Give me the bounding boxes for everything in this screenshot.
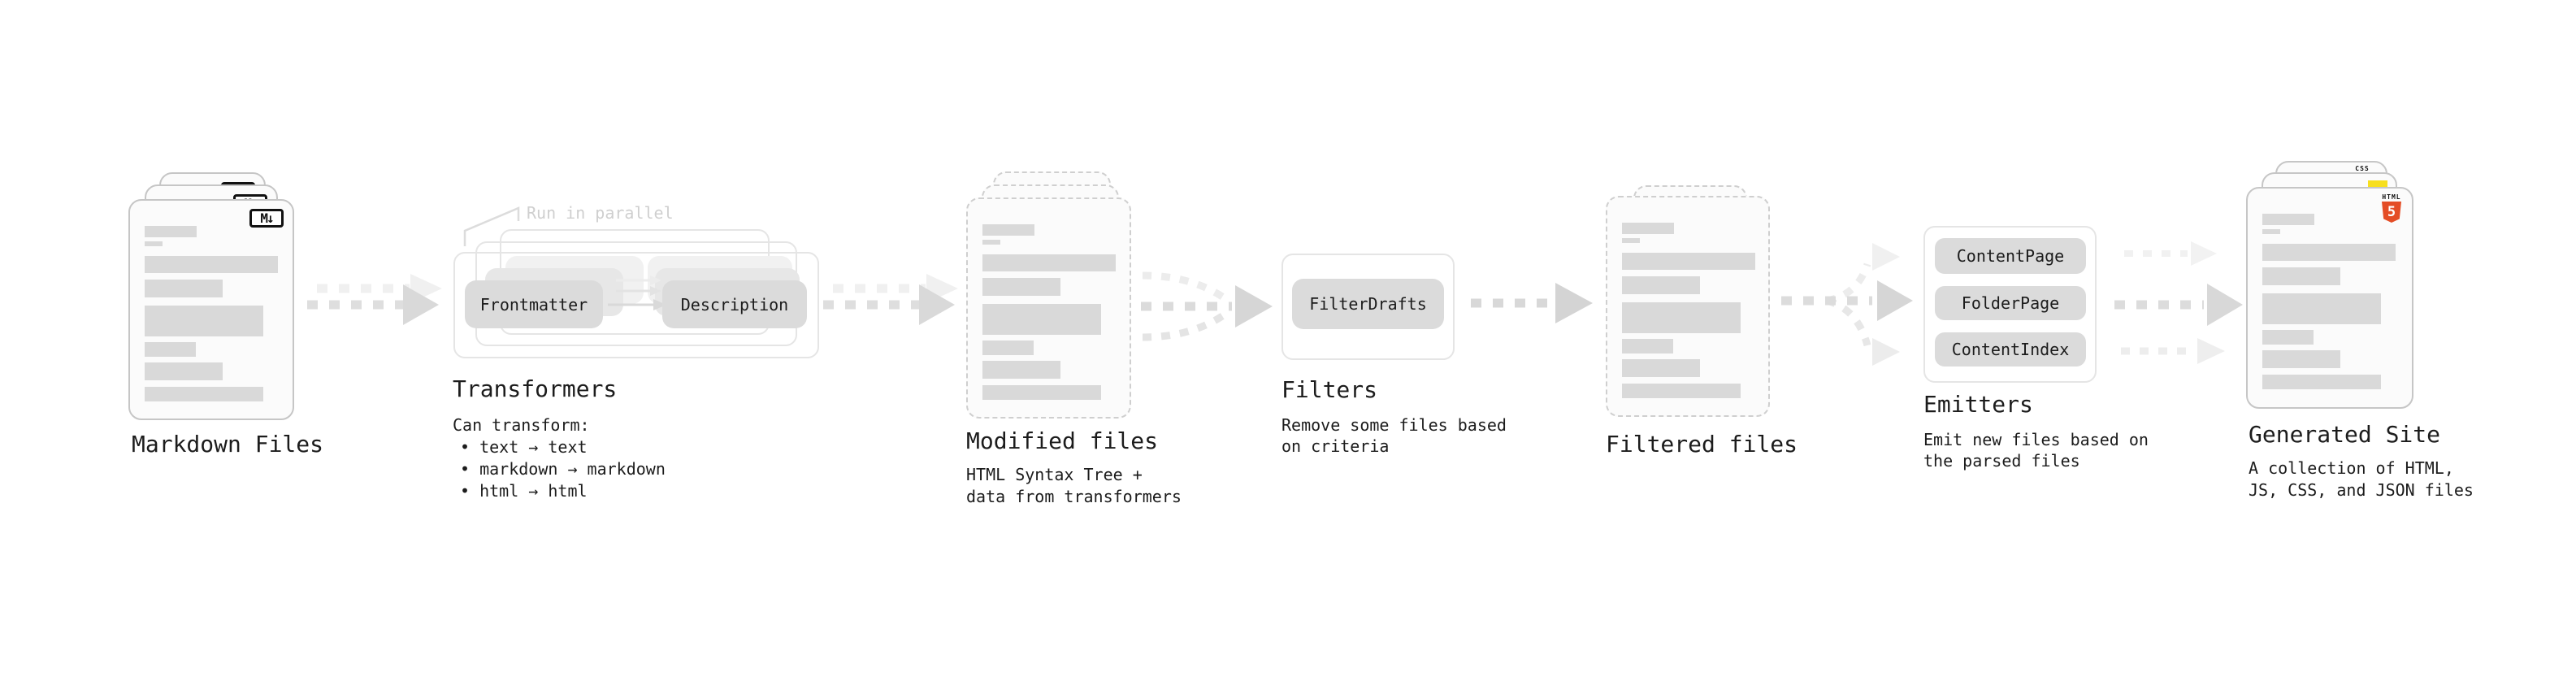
transformers-bullet: • markdown → markdown bbox=[460, 459, 666, 479]
html5-icon-shield: 5 bbox=[2382, 202, 2401, 223]
transformers-bullet: • text → text bbox=[460, 437, 588, 457]
html5-icon-label: HTML bbox=[2382, 193, 2401, 201]
filters-note: on criteria bbox=[1281, 436, 1390, 456]
generated-site-note: JS, CSS, and JSON files bbox=[2249, 480, 2474, 500]
arrow-transformers-to-modified bbox=[823, 274, 958, 325]
arrow-filters-to-filtered bbox=[1471, 283, 1593, 323]
folderpage-node: FolderPage bbox=[1935, 286, 2086, 320]
css-icon-label: CSS bbox=[2355, 165, 2370, 172]
stage-title-transformers: Transformers bbox=[453, 375, 618, 402]
text-placeholder-bars bbox=[2262, 214, 2396, 389]
stage-title-generated-site: Generated Site bbox=[2249, 421, 2441, 448]
modified-files-note: data from transformers bbox=[966, 487, 1182, 506]
stage-title-filters: Filters bbox=[1281, 376, 1378, 403]
stage-title-modified-files: Modified files bbox=[966, 427, 1159, 454]
markdown-file-card-front: M↓ bbox=[128, 199, 294, 420]
run-in-parallel-callout: Run in parallel bbox=[527, 203, 674, 223]
frontmatter-node: Frontmatter bbox=[465, 280, 603, 328]
stage-title-emitters: Emitters bbox=[1923, 391, 2033, 418]
arrow-markdown-to-transformers bbox=[307, 274, 442, 325]
contentpage-node: ContentPage bbox=[1935, 238, 2086, 274]
generated-site-note: A collection of HTML, bbox=[2249, 458, 2454, 478]
frontmatter-to-description-arrows bbox=[608, 275, 666, 310]
arrow-filtered-to-emitters bbox=[1781, 243, 1913, 366]
transformers-bullet: • html → html bbox=[460, 481, 588, 501]
filtered-file-card-front bbox=[1606, 196, 1770, 417]
stage-title-markdown-files: Markdown Files bbox=[132, 431, 324, 458]
emitters-note: the parsed files bbox=[1923, 451, 2080, 471]
emitters-note: Emit new files based on bbox=[1923, 430, 2149, 449]
arrows-emitters-to-generated bbox=[2114, 241, 2243, 364]
text-placeholder-bars bbox=[1622, 223, 1755, 398]
transformer-group-box-front bbox=[453, 252, 819, 358]
generated-file-card-html: HTML 5 bbox=[2246, 187, 2413, 409]
callout-leader-line bbox=[463, 206, 520, 246]
html5-icon-number: 5 bbox=[2387, 204, 2396, 220]
text-placeholder-bars bbox=[982, 224, 1116, 400]
markdown-icon: M↓ bbox=[249, 209, 284, 228]
text-placeholder-bars bbox=[145, 226, 278, 401]
modified-file-card-front bbox=[966, 197, 1131, 419]
filterdrafts-node: FilterDrafts bbox=[1292, 279, 1444, 329]
filters-note: Remove some files based bbox=[1281, 415, 1507, 435]
modified-files-note: HTML Syntax Tree + bbox=[966, 465, 1143, 484]
html5-icon: HTML 5 bbox=[2379, 193, 2405, 223]
description-node: Description bbox=[662, 280, 807, 328]
stage-title-filtered-files: Filtered files bbox=[1606, 431, 1798, 458]
transformers-note-heading: Can transform: bbox=[453, 415, 590, 435]
contentindex-node: ContentIndex bbox=[1935, 332, 2086, 367]
arrow-modified-to-filters bbox=[1141, 271, 1273, 341]
